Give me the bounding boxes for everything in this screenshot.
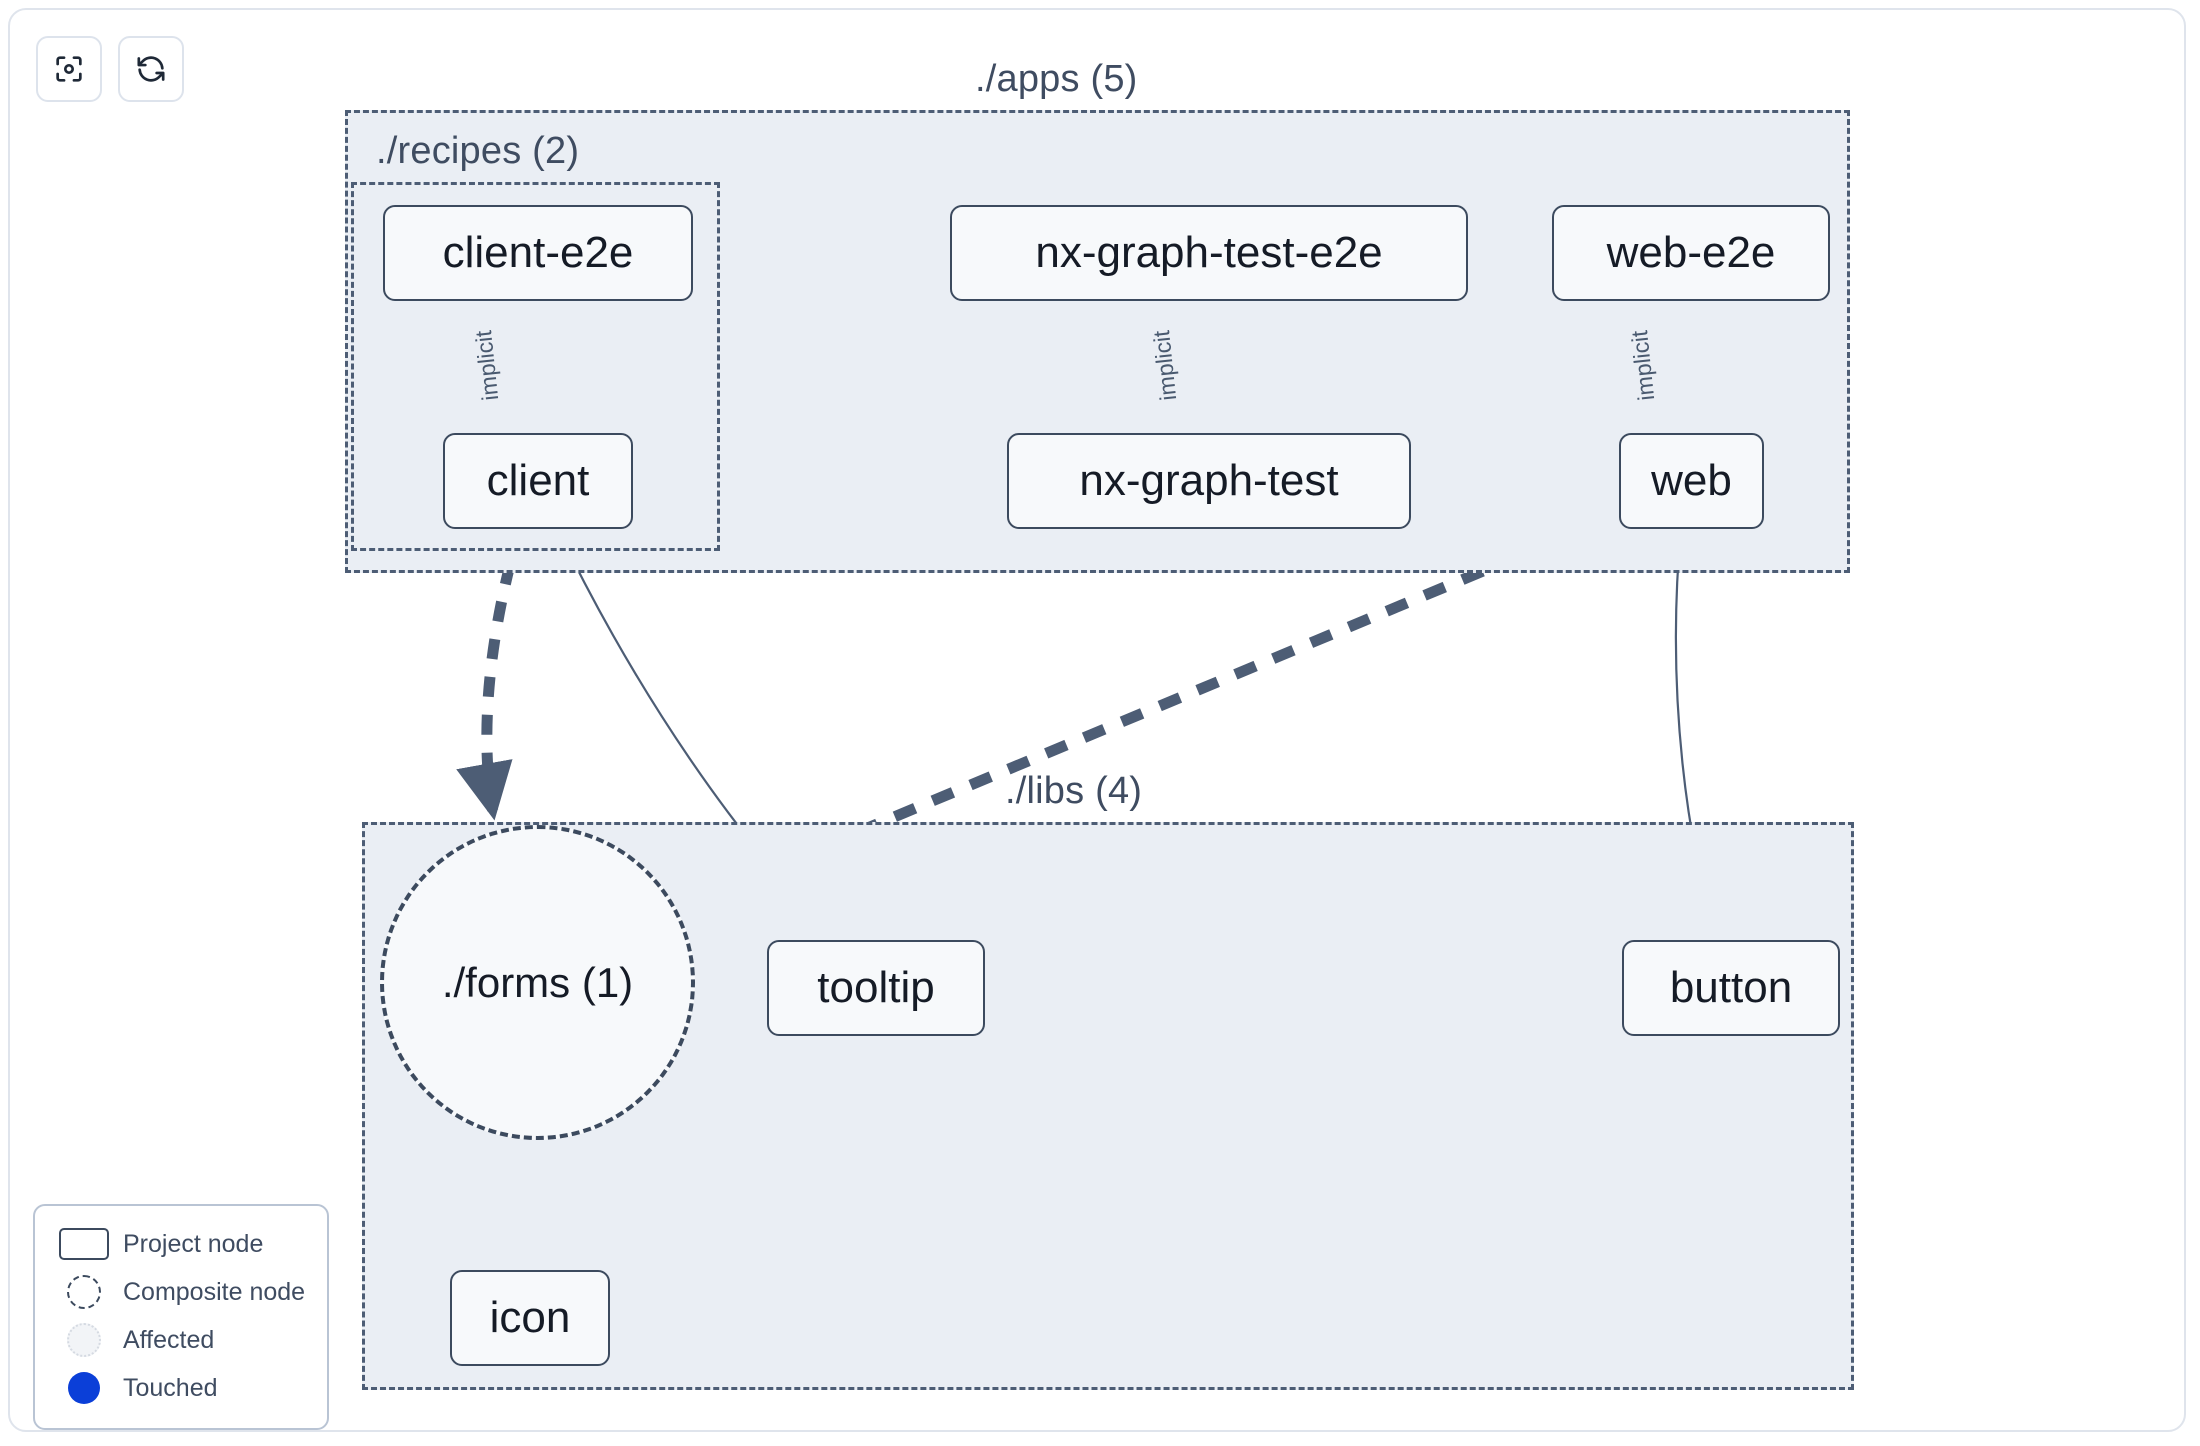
refresh-icon [134, 52, 168, 86]
group-label-recipes: ./recipes (2) [376, 130, 580, 172]
legend-label: Touched [123, 1373, 218, 1402]
node-button[interactable]: button [1622, 940, 1840, 1036]
graph-toolbar [36, 36, 184, 102]
node-client[interactable]: client [443, 433, 633, 529]
node-label: nx-graph-test-e2e [1035, 228, 1383, 277]
node-label: nx-graph-test [1079, 456, 1339, 505]
legend-item-composite-node: Composite node [51, 1268, 311, 1316]
legend-label: Composite node [123, 1277, 306, 1306]
legend-item-touched: Touched [51, 1364, 311, 1412]
group-label-apps: ./apps (5) [975, 58, 1138, 100]
affected-swatch [51, 1323, 117, 1357]
focus-graph-button[interactable] [36, 36, 102, 102]
legend-label: Project node [123, 1229, 264, 1258]
refresh-graph-button[interactable] [118, 36, 184, 102]
node-label: client [486, 456, 590, 505]
touched-swatch [51, 1372, 117, 1404]
node-label: web-e2e [1606, 228, 1776, 277]
node-nx-graph-test[interactable]: nx-graph-test [1007, 433, 1411, 529]
node-label: client-e2e [442, 228, 634, 277]
composite-node-swatch [51, 1275, 117, 1309]
node-icon[interactable]: icon [450, 1270, 610, 1366]
node-label: button [1669, 963, 1793, 1012]
node-tooltip[interactable]: tooltip [767, 940, 985, 1036]
legend-label: Affected [123, 1325, 215, 1354]
group-label-libs: ./libs (4) [1005, 770, 1143, 812]
node-forms-composite[interactable]: ./forms (1) [380, 825, 695, 1140]
legend-item-affected: Affected [51, 1316, 311, 1364]
project-node-swatch [51, 1228, 117, 1260]
node-label: web [1651, 456, 1732, 505]
node-label: tooltip [817, 963, 935, 1012]
node-label: ./forms (1) [441, 958, 634, 1006]
legend-item-project-node: Project node [51, 1220, 311, 1268]
node-web[interactable]: web [1619, 433, 1764, 529]
node-label: icon [489, 1293, 571, 1342]
graph-legend: Project node Composite node Affected Tou… [33, 1204, 329, 1430]
focus-scan-icon [52, 52, 86, 86]
node-client-e2e[interactable]: client-e2e [383, 205, 693, 301]
edge-web-to-forms [692, 502, 1637, 906]
node-web-e2e[interactable]: web-e2e [1552, 205, 1830, 301]
node-nx-graph-test-e2e[interactable]: nx-graph-test-e2e [950, 205, 1468, 301]
